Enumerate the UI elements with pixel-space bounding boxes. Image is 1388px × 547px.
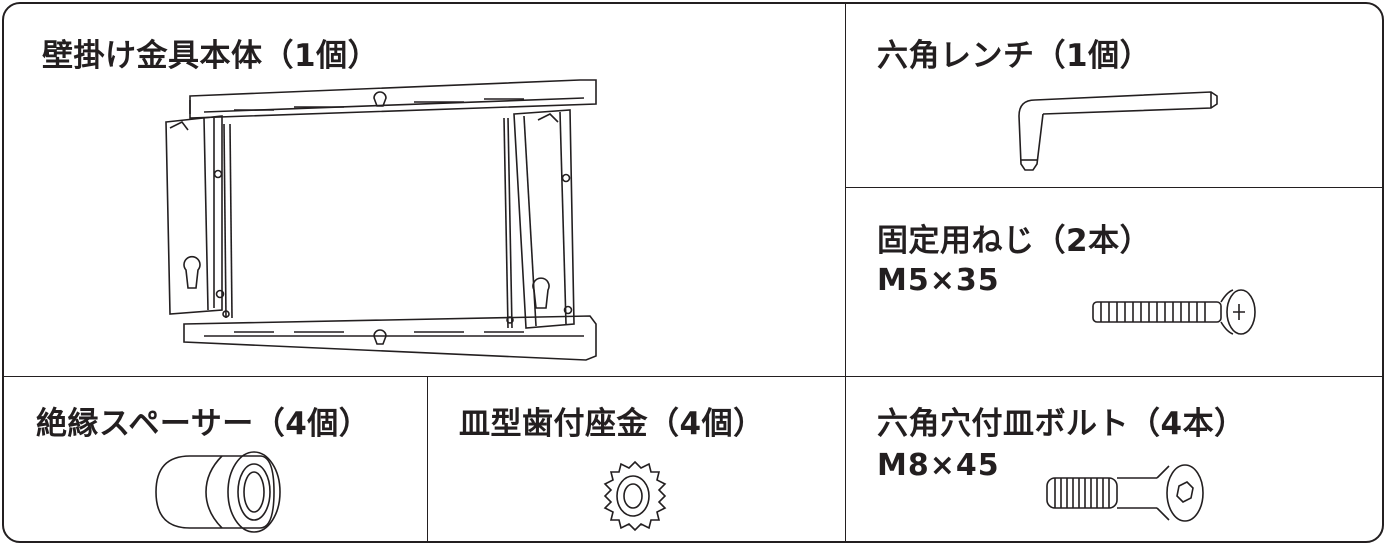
cell-spacer: 絶縁スペーサー（4個） <box>4 376 427 543</box>
divider-vertical-main <box>845 4 846 541</box>
cell-bracket: 壁掛け金具本体（1個） <box>4 4 845 376</box>
cell-washer: 皿型歯付座金（4個） <box>427 376 845 543</box>
hex-wrench-label: 六角レンチ（1個） <box>877 38 1152 74</box>
bracket-label: 壁掛け金具本体（1個） <box>42 38 380 74</box>
spacer-label: 絶縁スペーサー（4個） <box>36 406 371 442</box>
divider-horizontal-right <box>845 187 1382 188</box>
washer-illustration <box>595 456 675 536</box>
screw-illustration <box>1087 282 1267 342</box>
screw-label: 固定用ねじ（2本） <box>877 223 1152 259</box>
bolt-label: 六角穴付皿ボルト（4本） <box>877 406 1246 442</box>
washer-label: 皿型歯付座金（4個） <box>459 406 765 442</box>
cell-hex-wrench: 六角レンチ（1個） <box>845 4 1384 187</box>
hex-wrench-illustration <box>1005 86 1225 176</box>
cell-screw: 固定用ねじ（2本） M5×35 <box>845 187 1384 376</box>
divider-vertical-bottom <box>427 376 428 541</box>
spacer-illustration <box>150 442 300 542</box>
wall-bracket-illustration <box>164 74 624 364</box>
screw-size: M5×35 <box>877 263 1000 298</box>
bolt-illustration <box>1045 460 1225 530</box>
cell-bolt: 六角穴付皿ボルト（4本） M8×45 <box>845 376 1382 543</box>
divider-horizontal-main <box>4 376 1382 377</box>
bolt-size: M8×45 <box>877 448 1000 483</box>
